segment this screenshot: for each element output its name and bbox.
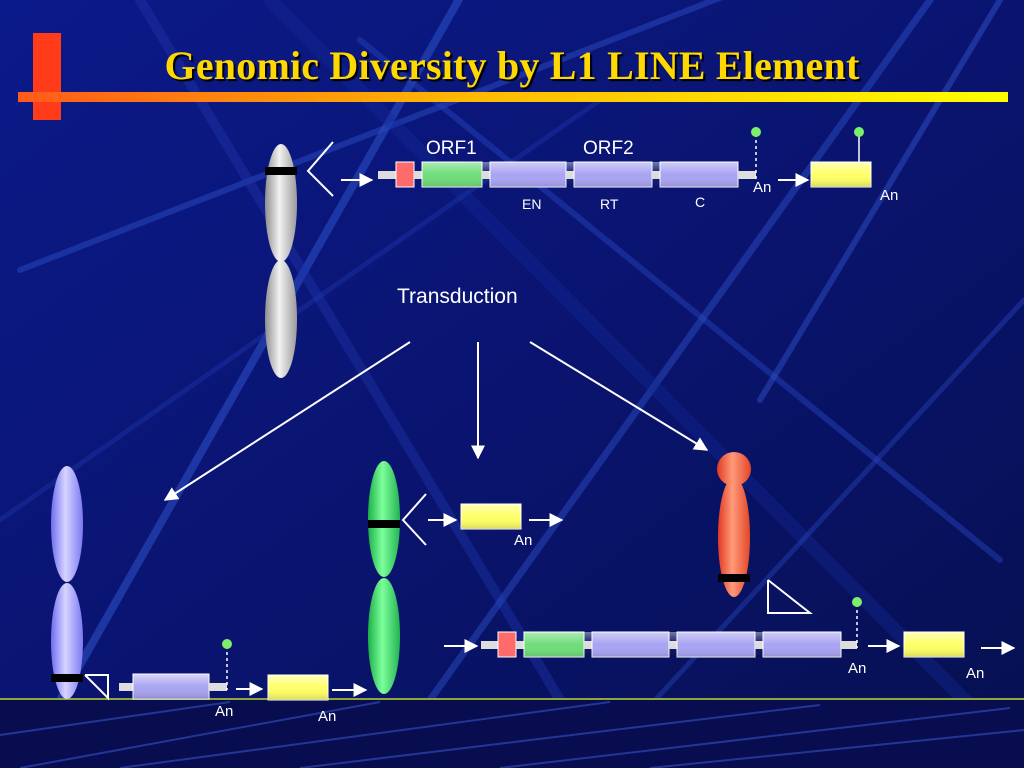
left-polya-dot bbox=[222, 639, 232, 649]
label-an-middle-transcript: An bbox=[514, 532, 533, 549]
label-orf1: ORF1 bbox=[426, 138, 477, 159]
left-chromosome bbox=[51, 466, 83, 699]
bottom-band bbox=[0, 698, 1024, 768]
bottom-band-streaks bbox=[0, 701, 1024, 768]
label-an-right-element: An bbox=[848, 660, 867, 677]
label-transduction: Transduction bbox=[397, 285, 518, 308]
label-en: EN bbox=[522, 196, 542, 212]
top-zoom-bracket bbox=[306, 141, 334, 197]
right-promoter-box bbox=[497, 631, 517, 658]
transduction-arrow-right bbox=[529, 341, 709, 451]
title-underline-bar bbox=[18, 92, 1008, 102]
transduction-arrow-left bbox=[163, 341, 411, 501]
left-l1-element bbox=[119, 673, 227, 700]
label-rt: RT bbox=[600, 196, 619, 212]
right-chromosome bbox=[717, 452, 751, 597]
label-an-right-transcript: An bbox=[966, 665, 985, 682]
top-transcript-dot bbox=[854, 127, 864, 137]
top-chromosome bbox=[265, 144, 297, 378]
label-an-top-transcript: An bbox=[880, 187, 899, 204]
top-l1-element bbox=[378, 161, 756, 188]
label-c: C bbox=[695, 194, 706, 210]
right-l1-element bbox=[481, 631, 857, 658]
right-polya-dot bbox=[852, 597, 862, 607]
title-accent-block bbox=[33, 33, 61, 120]
middle-zoom-bracket bbox=[401, 493, 427, 546]
slide-title: Genomic Diversity by L1 LINE Element bbox=[164, 43, 860, 88]
right-zoom-bracket bbox=[767, 579, 813, 614]
label-an-left-transcript: An bbox=[318, 708, 337, 725]
top-polya-dot bbox=[751, 127, 761, 137]
left-zoom-bracket bbox=[84, 674, 109, 701]
label-orf2: ORF2 bbox=[583, 138, 634, 159]
middle-chromosome bbox=[368, 461, 400, 694]
top-promoter-box bbox=[395, 161, 415, 188]
label-an-top-element: An bbox=[753, 179, 772, 196]
label-an-left-element: An bbox=[215, 703, 234, 720]
